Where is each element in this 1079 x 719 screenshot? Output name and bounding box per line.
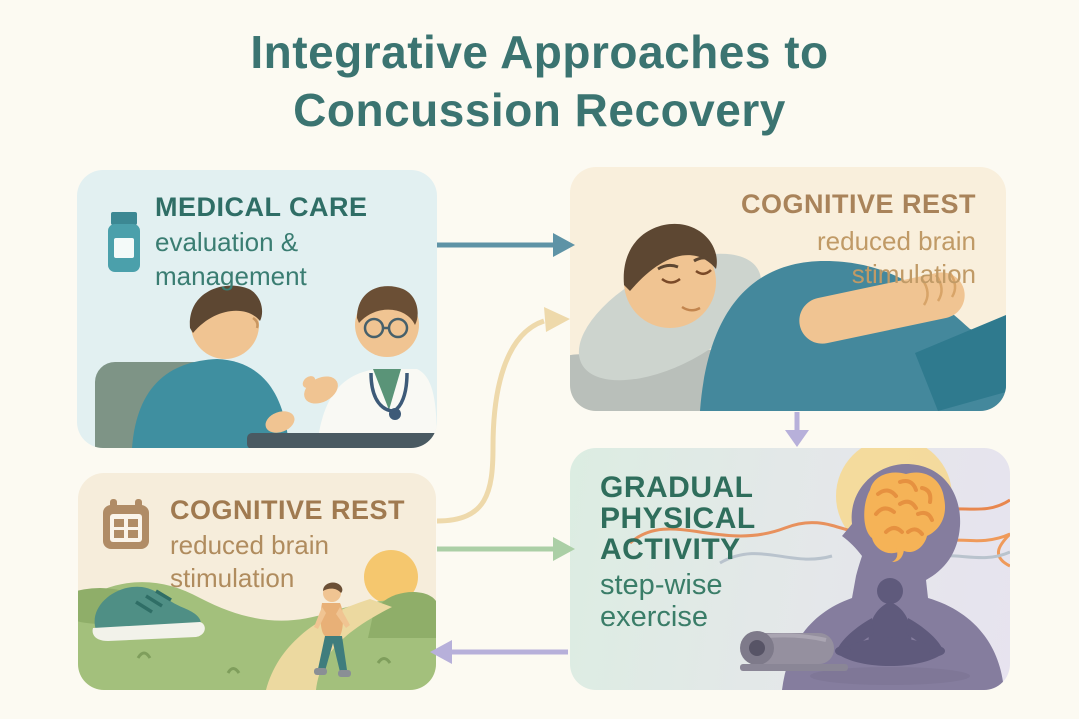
gradual-physical-activity-subtext: step-wise exercise (600, 569, 723, 633)
cognitive-rest-upper-subtext: reduced brain stimulation (817, 226, 976, 289)
cognitive-rest-lower-subtext: reduced brain stimulation (170, 530, 329, 593)
arrow-activity-to-walk-icon (430, 640, 568, 664)
pill-bottle-icon (108, 212, 140, 272)
panel-medical-care: MEDICAL CARE evaluation & management (77, 170, 437, 448)
arrow-walk-to-rest-curved-icon (436, 307, 570, 524)
gradual-physical-activity-heading: GRADUAL PHYSICAL ACTIVITY (600, 471, 756, 567)
medical-care-subtext: evaluation & management (155, 227, 307, 291)
man-resting-illustration (570, 223, 1006, 411)
gentle-walk-illustration (78, 550, 436, 690)
arrow-rest-to-activity-icon (785, 412, 809, 447)
cognitive-rest-lower-heading: COGNITIVE REST (170, 495, 406, 525)
cognitive-rest-upper-heading: COGNITIVE REST (740, 189, 976, 219)
meditation-brain-illustration (629, 448, 1010, 690)
arrow-medical-to-rest-icon (437, 233, 575, 257)
panel-gradual-physical-activity: GRADUAL PHYSICAL ACTIVITY step-wise exer… (570, 448, 1010, 690)
page-title: Integrative Approaches to Concussion Rec… (0, 24, 1079, 140)
panel-cognitive-rest-lower: COGNITIVE REST reduced brain stimulation (78, 473, 436, 690)
doctor-patient-illustration (95, 285, 437, 448)
title-line-2: Concussion Recovery (293, 83, 786, 136)
title-line-1: Integrative Approaches to (250, 26, 829, 78)
calendar-icon (103, 499, 149, 549)
medical-care-heading: MEDICAL CARE (155, 192, 368, 222)
arrow-walk-to-activity-icon (437, 537, 575, 561)
panel-cognitive-rest-upper: COGNITIVE REST reduced brain stimulation (570, 167, 1006, 411)
